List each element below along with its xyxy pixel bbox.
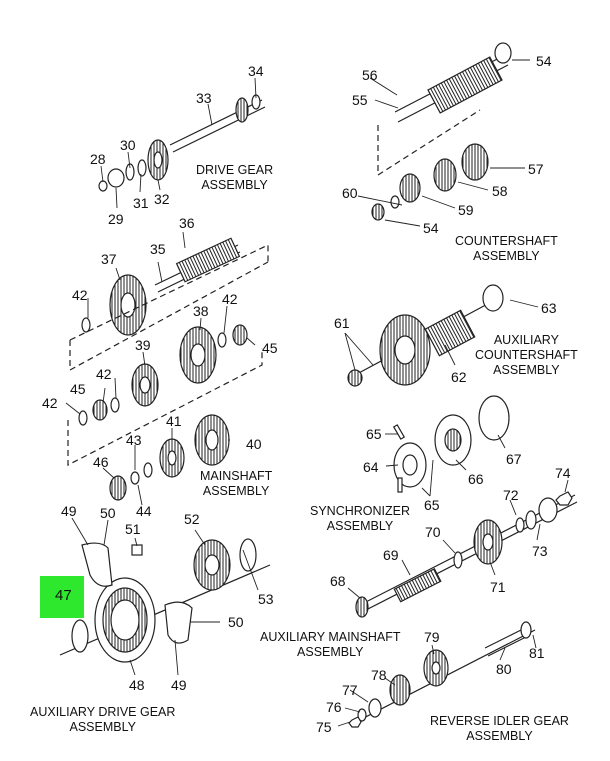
caption-aux-mainshaft-assembly: AUXILIARY MAINSHAFT ASSEMBLY: [260, 630, 401, 660]
caption-line: AUXILIARY MAINSHAFT: [260, 630, 401, 644]
part-label-44[interactable]: 44: [136, 503, 152, 519]
caption-line: ASSEMBLY: [466, 729, 533, 743]
part-label-29[interactable]: 29: [108, 211, 124, 227]
part-label-31[interactable]: 31: [133, 195, 149, 211]
caption-line: AUXILIARY: [493, 333, 559, 347]
part-label-34[interactable]: 34: [248, 63, 264, 79]
part-label-65-b[interactable]: 65: [424, 497, 440, 513]
part-label-74[interactable]: 74: [555, 465, 571, 481]
part-label-52[interactable]: 52: [184, 511, 200, 527]
part-label-77[interactable]: 77: [342, 682, 358, 698]
aux-mainshaft-assembly-art: [355, 491, 578, 618]
caption-line: ASSEMBLY: [297, 645, 364, 659]
caption-countershaft-assembly: COUNTERSHAFT ASSEMBLY: [455, 234, 558, 264]
part-label-71[interactable]: 71: [490, 579, 506, 595]
part-label-47[interactable]: 47: [55, 587, 72, 604]
countershaft-assembly-art: [371, 42, 512, 221]
part-label-40[interactable]: 40: [246, 436, 262, 452]
part-label-45-a[interactable]: 45: [262, 340, 278, 356]
part-label-35[interactable]: 35: [150, 241, 166, 257]
caption-line: REVERSE IDLER GEAR: [430, 714, 569, 728]
part-label-45-b[interactable]: 45: [70, 381, 86, 397]
part-label-42-d[interactable]: 42: [42, 395, 58, 411]
part-label-42-b[interactable]: 42: [222, 291, 238, 307]
part-label-60[interactable]: 60: [342, 185, 358, 201]
part-label-37[interactable]: 37: [101, 251, 117, 267]
caption-mainshaft-assembly: MAINSHAFT ASSEMBLY: [200, 469, 272, 499]
part-label-49-a[interactable]: 49: [61, 503, 77, 519]
part-label-38[interactable]: 38: [193, 303, 209, 319]
part-label-48[interactable]: 48: [129, 677, 145, 693]
part-label-78[interactable]: 78: [371, 667, 387, 683]
part-label-76[interactable]: 76: [326, 699, 342, 715]
part-label-54-a[interactable]: 54: [536, 53, 552, 69]
part-label-81[interactable]: 81: [529, 645, 545, 661]
leader-lines: [65, 59, 569, 727]
caption-aux-drive-gear-assembly: AUXILIARY DRIVE GEAR ASSEMBLY: [30, 705, 175, 735]
part-label-28[interactable]: 28: [90, 151, 106, 167]
caption-line: SYNCHRONIZER: [310, 504, 411, 518]
part-label-50-a[interactable]: 50: [100, 505, 116, 521]
part-label-62[interactable]: 62: [451, 369, 467, 385]
part-label-36[interactable]: 36: [179, 215, 195, 231]
part-label-46[interactable]: 46: [93, 454, 109, 470]
caption-line: ASSEMBLY: [201, 178, 268, 192]
part-label-73[interactable]: 73: [532, 543, 548, 559]
caption-line: ASSEMBLY: [69, 720, 136, 734]
mainshaft-assembly-art: [67, 237, 269, 501]
part-label-64[interactable]: 64: [363, 459, 379, 475]
part-label-33[interactable]: 33: [196, 90, 212, 106]
part-label-56[interactable]: 56: [362, 67, 378, 83]
caption-drive-gear-assembly: DRIVE GEAR ASSEMBLY: [196, 163, 273, 193]
part-label-66[interactable]: 66: [468, 471, 484, 487]
part-label-30[interactable]: 30: [120, 137, 136, 153]
part-label-53[interactable]: 53: [258, 591, 274, 607]
reverse-idler-assembly-art: [348, 621, 536, 728]
part-label-42-c[interactable]: 42: [96, 366, 112, 382]
caption-line: COUNTERSHAFT: [475, 348, 578, 362]
part-label-68[interactable]: 68: [330, 573, 346, 589]
part-label-55[interactable]: 55: [352, 92, 368, 108]
caption-reverse-idler-assembly: REVERSE IDLER GEAR ASSEMBLY: [430, 714, 569, 744]
caption-line: MAINSHAFT: [200, 469, 273, 483]
part-label-63[interactable]: 63: [541, 300, 557, 316]
part-label-49-b[interactable]: 49: [171, 677, 187, 693]
part-label-70[interactable]: 70: [425, 524, 441, 540]
part-label-59[interactable]: 59: [458, 202, 474, 218]
part-label-51[interactable]: 51: [125, 521, 141, 537]
synchronizer-assembly-art: [392, 395, 510, 493]
part-label-57[interactable]: 57: [528, 161, 544, 177]
caption-line: DRIVE GEAR: [196, 163, 274, 177]
caption-line: ASSEMBLY: [473, 249, 540, 263]
drive-gear-assembly-art: [98, 94, 266, 192]
part-label-69[interactable]: 69: [383, 547, 399, 563]
part-label-50-b[interactable]: 50: [228, 614, 244, 630]
part-label-58[interactable]: 58: [492, 183, 508, 199]
part-label-79[interactable]: 79: [424, 629, 440, 645]
part-label-43[interactable]: 43: [126, 432, 142, 448]
part-label-61[interactable]: 61: [334, 315, 350, 331]
part-label-67[interactable]: 67: [506, 451, 522, 467]
part-label-42-a[interactable]: 42: [72, 287, 88, 303]
part-label-80[interactable]: 80: [496, 661, 512, 677]
caption-line: COUNTERSHAFT: [455, 234, 558, 248]
part-label-72[interactable]: 72: [503, 487, 519, 503]
caption-synchronizer-assembly: SYNCHRONIZER ASSEMBLY: [310, 504, 410, 534]
caption-line: ASSEMBLY: [326, 519, 394, 533]
part-label-41[interactable]: 41: [166, 413, 182, 429]
highlighted-part-47-box[interactable]: [40, 576, 84, 618]
part-label-39[interactable]: 39: [135, 337, 151, 353]
part-label-65-a[interactable]: 65: [366, 426, 382, 442]
aux-drive-gear-assembly-art: [59, 538, 271, 663]
caption-line: ASSEMBLY: [493, 363, 560, 377]
caption-aux-countershaft-assembly: AUXILIARY COUNTERSHAFT ASSEMBLY: [475, 333, 578, 378]
part-label-32[interactable]: 32: [154, 191, 170, 207]
caption-line: ASSEMBLY: [202, 484, 270, 498]
part-label-54-b[interactable]: 54: [423, 220, 439, 236]
aux-countershaft-assembly-art: [347, 284, 504, 387]
part-label-75[interactable]: 75: [316, 719, 332, 735]
caption-line: AUXILIARY DRIVE GEAR: [30, 705, 176, 719]
